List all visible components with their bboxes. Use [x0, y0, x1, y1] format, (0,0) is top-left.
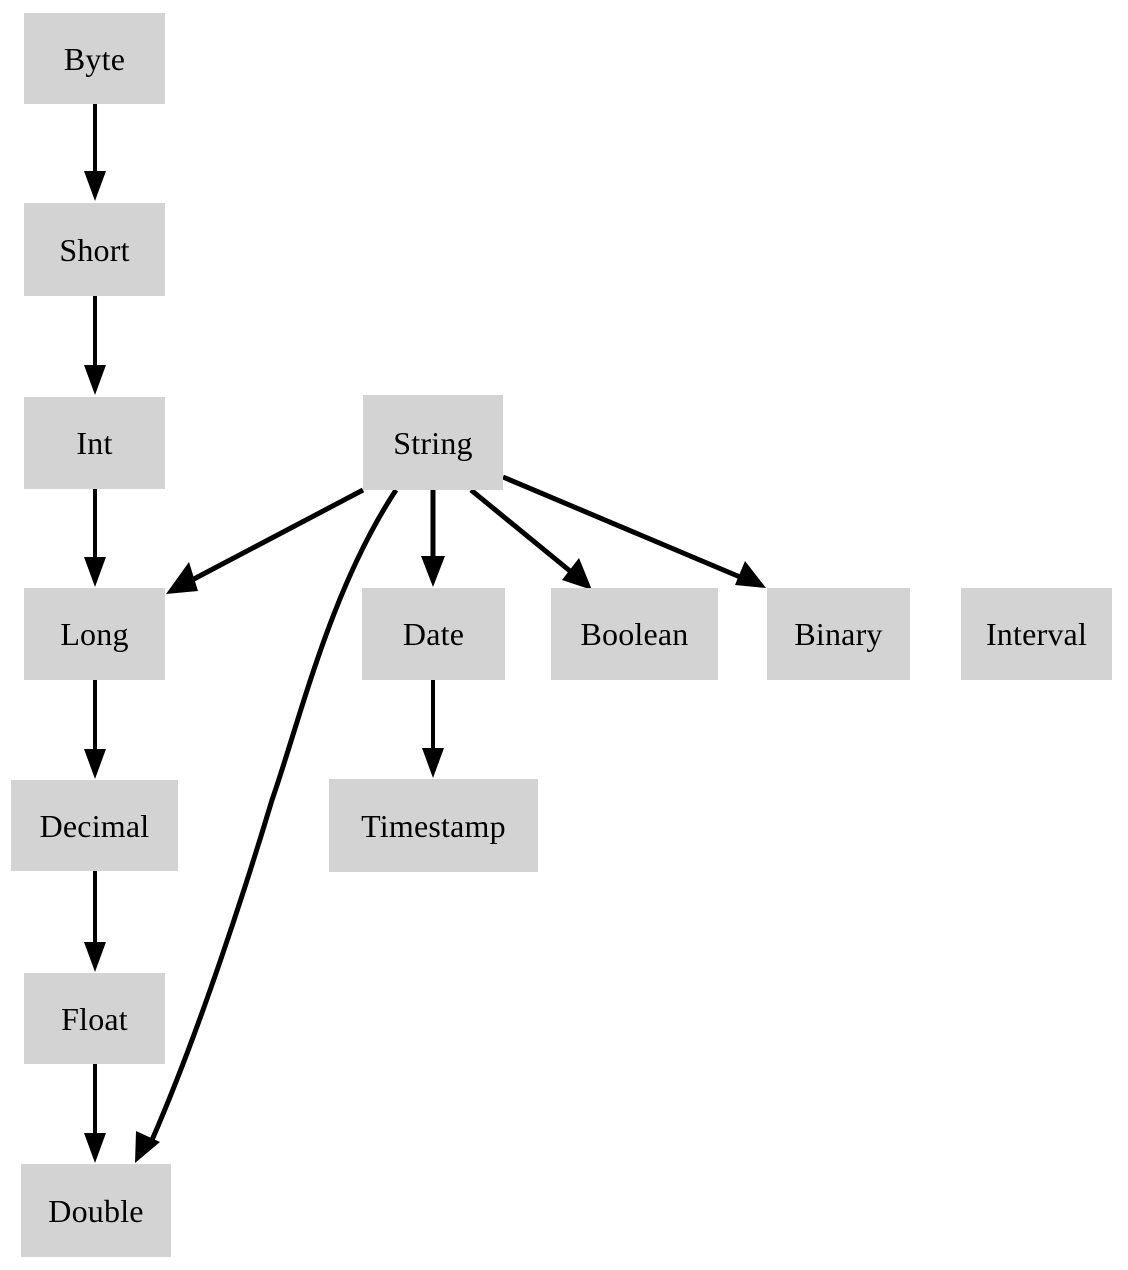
node-boolean[interactable]: Boolean: [551, 588, 718, 680]
edge-float-to-double: [84, 1064, 106, 1163]
node-short[interactable]: Short: [24, 203, 165, 296]
node-int-label: Int: [76, 425, 113, 461]
edge-int-to-long: [84, 489, 106, 587]
node-long[interactable]: Long: [24, 588, 165, 680]
edge-string-to-binary: [502, 474, 766, 588]
node-binary-label: Binary: [794, 616, 883, 652]
node-interval[interactable]: Interval: [961, 588, 1112, 680]
edge-string-to-date: [421, 490, 445, 587]
edge-string-to-long: [166, 487, 365, 594]
node-double-label: Double: [48, 1192, 144, 1229]
edge-long-to-decimal: [84, 680, 106, 779]
node-float[interactable]: Float: [24, 973, 165, 1064]
node-decimal-label: Decimal: [39, 807, 150, 844]
node-boolean-label: Boolean: [580, 616, 689, 652]
node-double[interactable]: Double: [21, 1164, 171, 1257]
node-short-label: Short: [59, 231, 130, 268]
edge-string-to-boolean: [469, 488, 592, 590]
edge-decimal-to-float: [84, 871, 106, 972]
edge-byte-to-short: [84, 104, 106, 201]
node-interval-label: Interval: [985, 616, 1088, 652]
node-string[interactable]: String: [363, 395, 503, 490]
node-string-label: String: [393, 424, 473, 461]
edge-date-to-timestamp: [422, 680, 444, 778]
node-date-label: Date: [402, 616, 465, 652]
node-int[interactable]: Int: [24, 397, 165, 489]
node-timestamp[interactable]: Timestamp: [329, 779, 538, 872]
node-byte[interactable]: Byte: [24, 13, 165, 104]
node-date[interactable]: Date: [362, 588, 505, 680]
node-timestamp-label: Timestamp: [361, 807, 506, 844]
node-float-label: Float: [61, 1000, 128, 1037]
edge-short-to-int: [84, 296, 106, 395]
node-binary[interactable]: Binary: [767, 588, 910, 680]
node-long-label: Long: [60, 616, 129, 652]
node-byte-label: Byte: [63, 40, 126, 77]
node-decimal[interactable]: Decimal: [11, 780, 178, 871]
